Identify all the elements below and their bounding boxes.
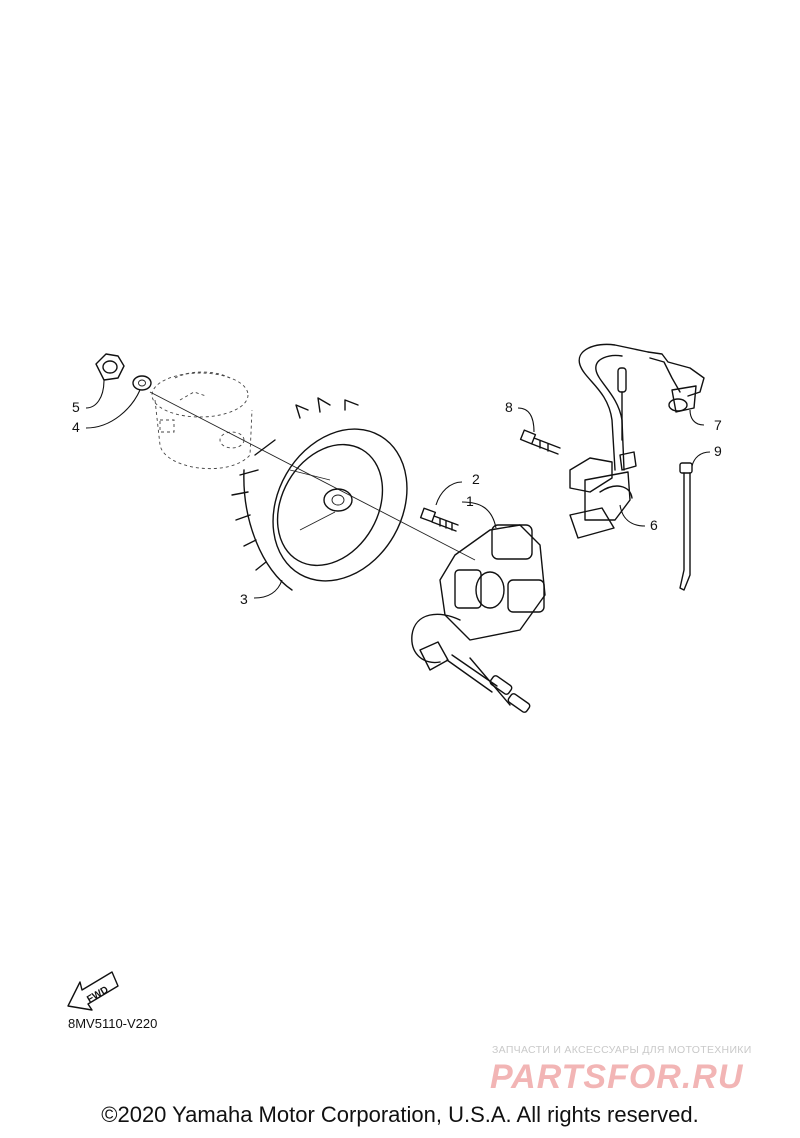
part-4-washer[interactable] [132, 375, 152, 391]
crankshaft-hub-phantom [151, 371, 253, 470]
part-9-cable-tie[interactable] [679, 462, 693, 591]
callout-1: 1 [466, 493, 474, 509]
copyright-notice: ©2020 Yamaha Motor Corporation, U.S.A. A… [101, 1102, 699, 1127]
part-2-bolt[interactable] [419, 507, 459, 532]
callout-2: 2 [472, 471, 480, 487]
watermark-logo: PARTSFOR.RU [490, 1058, 744, 1096]
watermark-tagline: ЗАПЧАСТИ И АКСЕССУАРЫ ДЛЯ МОТОТЕХНИКИ [492, 1044, 752, 1056]
fwd-label: FWD [85, 985, 110, 1006]
part-1-stator[interactable] [411, 524, 546, 713]
part-7-spark-plug-cap[interactable] [647, 351, 705, 413]
part-3-flywheel[interactable] [231, 397, 434, 605]
part-5-nut[interactable] [95, 353, 125, 381]
part-8-bolt[interactable] [519, 429, 561, 455]
callout-5: 5 [72, 399, 80, 415]
callout-9: 9 [714, 443, 722, 459]
diagram-code: 8MV5110-V220 [68, 1016, 158, 1031]
callout-3: 3 [240, 591, 248, 607]
svg-text:PARTSFOR.RU: PARTSFOR.RU [490, 1058, 744, 1096]
callout-6: 6 [650, 517, 658, 533]
callout-leaders [85, 379, 711, 599]
callout-8: 8 [505, 399, 513, 415]
callout-4: 4 [72, 419, 80, 435]
part-6-ignition-coil[interactable] [569, 343, 649, 539]
callout-7: 7 [714, 417, 722, 433]
forward-direction-arrow: FWD [67, 971, 119, 1011]
